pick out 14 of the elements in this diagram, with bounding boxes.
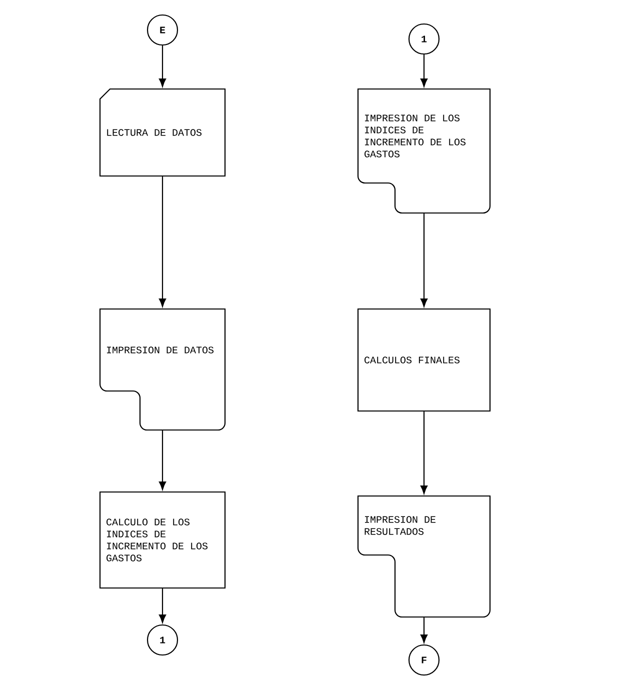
arrow	[158, 176, 166, 307]
process-box: CALCULO DE LOS INDICES DE INCREMENTO DE LOS GASTOS	[99, 491, 226, 589]
arrow	[420, 54, 428, 87]
document-box: IMPRESION DE DATOS	[99, 308, 226, 431]
arrow	[158, 46, 166, 87]
arrow	[420, 618, 428, 643]
arrow	[158, 430, 166, 490]
document-box: IMPRESION DE LOS INDICES DE INCREMENTO DE LOS GASTOS	[357, 88, 491, 214]
arrow	[158, 588, 166, 623]
card-box: LECTURA DE DATOS	[99, 88, 226, 177]
document-box: IMPRESION DE RESULTADOS	[357, 495, 491, 618]
process-box: CALCULOS FINALES	[357, 308, 491, 412]
arrow	[420, 412, 428, 494]
arrow	[420, 214, 428, 307]
